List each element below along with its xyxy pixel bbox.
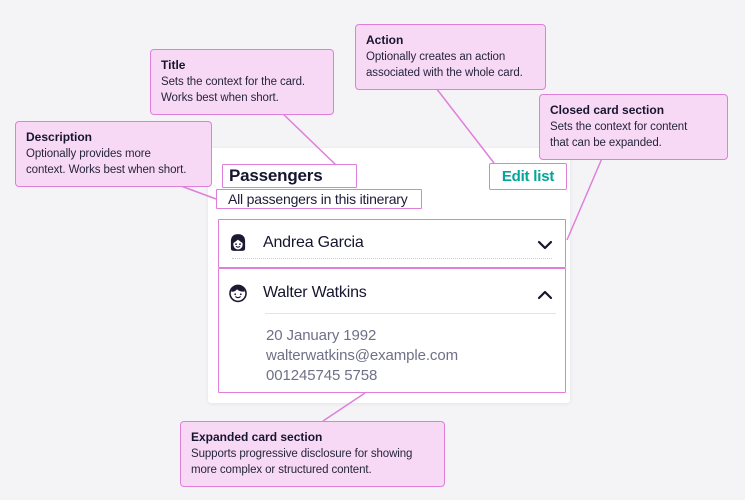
passenger-row-collapsed[interactable]: Andrea Garcia — [218, 219, 566, 267]
annotation-body: Sets the context for the card. Works bes… — [161, 76, 306, 104]
chevron-down-icon[interactable] — [537, 238, 553, 250]
annotation-heading: Expanded card section — [191, 430, 323, 444]
passenger-email: walterwatkins@example.com — [266, 347, 458, 364]
annotation-action: Action Optionally creates an action asso… — [355, 24, 546, 90]
card-panel — [208, 148, 570, 403]
annotation-body: Sets the context for content that can be… — [550, 121, 688, 149]
male-avatar-icon — [228, 283, 248, 303]
passenger-name: Andrea Garcia — [263, 234, 364, 251]
chevron-up-icon[interactable] — [537, 288, 553, 300]
card-title: Passengers — [229, 166, 323, 185]
annotation-heading: Title — [161, 58, 186, 72]
passenger-details: 20 January 1992 walterwatkins@example.co… — [266, 326, 458, 386]
annotation-heading: Description — [26, 130, 93, 144]
annotation-body: Supports progressive disclosure for show… — [191, 448, 413, 476]
annotation-closed-section: Closed card section Sets the context for… — [539, 94, 728, 160]
row-divider-dotted — [232, 258, 552, 259]
card-description: All passengers in this itinerary — [228, 191, 408, 207]
annotation-title: Title Sets the context for the card. Wor… — [150, 49, 334, 115]
annotation-description: Description Optionally provides more con… — [15, 121, 212, 187]
annotation-heading: Action — [366, 33, 404, 47]
annotation-heading: Closed card section — [550, 103, 665, 117]
passenger-row-expanded[interactable]: Walter Watkins — [218, 268, 566, 318]
annotation-body: Optionally provides more context. Works … — [26, 148, 187, 176]
female-avatar-icon — [228, 233, 248, 253]
annotation-expanded-section: Expanded card section Supports progressi… — [180, 421, 445, 487]
passenger-dob: 20 January 1992 — [266, 327, 377, 344]
annotation-body: Optionally creates an action associated … — [366, 51, 523, 79]
passenger-phone: 001245745 5758 — [266, 367, 378, 384]
passenger-name: Walter Watkins — [263, 284, 367, 301]
edit-list-button[interactable]: Edit list — [489, 163, 567, 190]
expanded-section-divider — [265, 313, 556, 314]
